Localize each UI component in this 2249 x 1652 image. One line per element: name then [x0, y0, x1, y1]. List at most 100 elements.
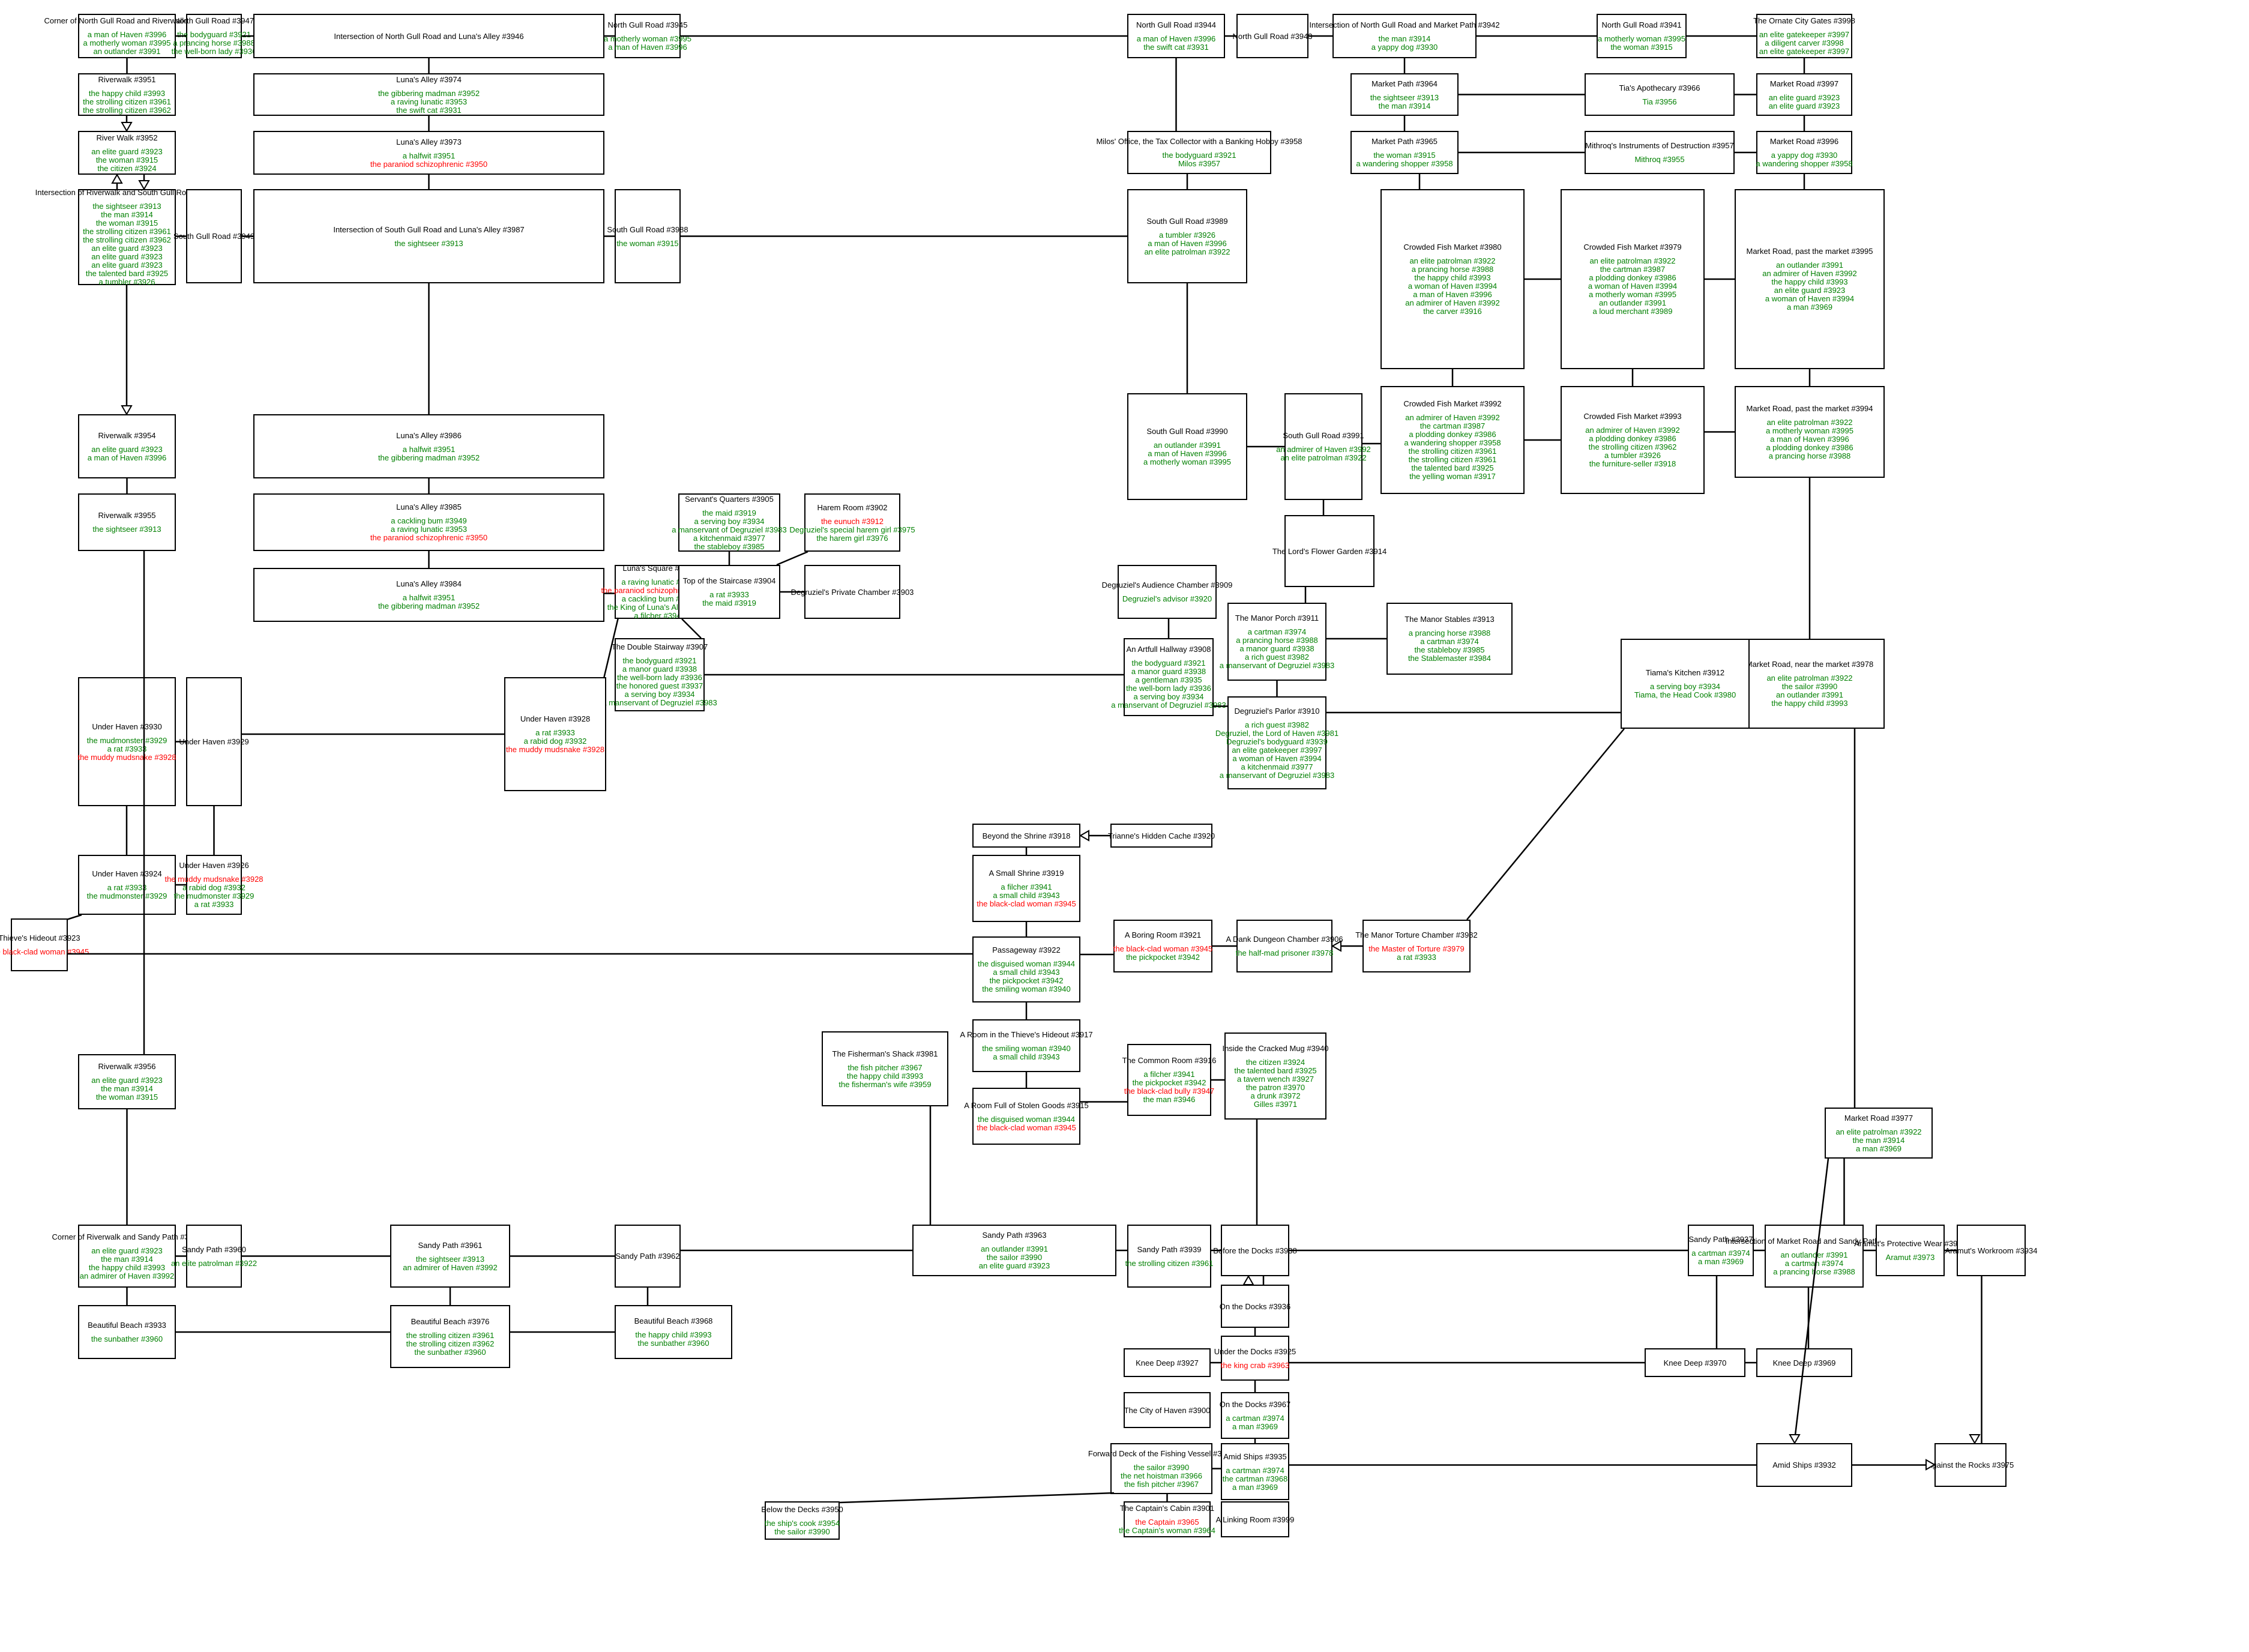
room-title: Beyond the Shrine #3918 — [982, 831, 1071, 840]
occupant: the net hoistman #3966 — [1121, 1471, 1202, 1480]
occupant: a man of Haven #3996 — [87, 453, 167, 462]
room-title: Inside the Cracked Mug #3940 — [1222, 1043, 1329, 1053]
occupant: a prancing horse #3988 — [1236, 636, 1318, 645]
room-title: The Captain's Cabin #3901 — [1119, 1504, 1215, 1513]
occupant: a kitchenmaid #3977 — [693, 533, 765, 543]
occupant: a filcher #3941 — [1001, 882, 1052, 891]
room-title: North Gull Road #3944 — [1136, 20, 1216, 29]
room-title: Amid Ships #3935 — [1223, 1452, 1287, 1461]
occupant: Degruziel's special harem girl #3975 — [789, 525, 915, 534]
occupant: the cartman #3987 — [1600, 265, 1666, 274]
occupant: a rich guest #3982 — [1245, 653, 1309, 662]
occupant: the sightseer #3913 — [415, 1254, 485, 1264]
occupant: the maid #3919 — [702, 598, 756, 607]
room-title: South Gull Road #3990 — [1146, 427, 1228, 436]
occupant: the carver #3916 — [1423, 307, 1482, 316]
occupant: a man #3969 — [1856, 1144, 1901, 1153]
occupant: the stableboy #3985 — [694, 541, 765, 551]
occupant: a rabid dog #3932 — [182, 883, 245, 892]
occupant: a motherly woman #3995 — [1598, 34, 1685, 43]
room-title: Sandy Path #3937 — [1688, 1235, 1753, 1244]
occupant: a loud merchant #3989 — [1592, 307, 1673, 316]
occupant: the sightseer #3913 — [92, 525, 161, 534]
edge-3902-3904 — [776, 550, 808, 566]
room-title: Crowded Fish Market #3993 — [1583, 412, 1682, 421]
occupant: a tavern wench #3927 — [1237, 1074, 1314, 1084]
room-title: Thieve's Hideout #3923 — [0, 933, 80, 942]
room-title: Amid Ships #3932 — [1772, 1461, 1836, 1470]
occupant: a rat #3933 — [1397, 953, 1436, 962]
occupant: a plodding donkey #3986 — [1766, 442, 1853, 452]
occupant: the sunbather #3960 — [637, 1339, 709, 1348]
room-node-3975: Against the Rocks #3975 — [1927, 1443, 2014, 1487]
room-title: Sandy Path #3960 — [182, 1244, 246, 1254]
occupant: a raving lunatic #3953 — [390, 97, 468, 106]
occupant: a cackling bum #3949 — [391, 516, 467, 525]
occupant: the well-born lady #3936 — [171, 47, 257, 56]
room-title: Beautiful Beach #3968 — [634, 1316, 713, 1325]
occupant: a manservant of Degruziel #3983 — [1111, 701, 1226, 710]
room-title: On the Docks #3936 — [1219, 1301, 1291, 1311]
occupant: a prancing horse #3988 — [1408, 629, 1491, 638]
occupant: an elite guard #3923 — [91, 244, 163, 253]
occupant: a woman of Haven #3994 — [1408, 282, 1498, 291]
room-title: Tiama's Kitchen #3912 — [1645, 668, 1725, 677]
occupant: the talented bard #3925 — [1234, 1066, 1317, 1075]
one-way-arrowhead — [1789, 1434, 1801, 1445]
edge-3977-3932 — [1793, 1158, 1829, 1441]
occupant: the well-born lady #3936 — [617, 673, 702, 682]
room-title: Intersection of Riverwalk and South Gull… — [35, 188, 219, 197]
occupant: the well-born lady #3936 — [1126, 684, 1211, 693]
occupant: a rat #3933 — [107, 883, 147, 892]
occupant: a plodding donkey #3986 — [1589, 273, 1676, 282]
room-title: The Ornate City Gates #3998 — [1753, 16, 1855, 25]
occupant: a small child #3943 — [993, 1052, 1060, 1061]
occupant: the man #3914 — [101, 1084, 153, 1093]
occupant: the furniture-seller #3918 — [1589, 459, 1676, 468]
room-title: A Linking Room #3999 — [1215, 1515, 1295, 1524]
occupant: the woman #3915 — [95, 1093, 158, 1102]
room-title: Market Road, near the market #3978 — [1745, 660, 1874, 669]
room-title: A Room Full of Stolen Goods #3915 — [964, 1100, 1089, 1110]
occupant: a man #3969 — [1698, 1257, 1744, 1266]
occupant: a filcher #3941 — [1143, 1070, 1195, 1079]
occupant: the happy child #3993 — [88, 88, 166, 98]
occupant: a small child #3943 — [993, 891, 1060, 900]
occupant: the strolling citizen #3962 — [83, 105, 171, 115]
occupant: an admirer of Haven #3992 — [1762, 269, 1857, 278]
occupant: an elite patrolman #3922 — [1144, 247, 1230, 256]
edge-3950-3931 — [839, 1492, 1115, 1504]
occupant: the pickpocket #3942 — [989, 976, 1064, 985]
occupant: a man of Haven #3996 — [1770, 434, 1849, 444]
occupant: the strolling citizen #3962 — [406, 1339, 495, 1348]
occupant: an elite guard #3923 — [91, 252, 163, 261]
room-title: An Artfull Hallway #3908 — [1126, 645, 1211, 654]
room-title: Market Road, past the market #3995 — [1746, 247, 1873, 256]
occupant: a yappy dog #3930 — [1371, 43, 1438, 52]
room-title: Luna's Alley #3985 — [396, 502, 462, 511]
occupant: a cartman #3974 — [1784, 1258, 1844, 1268]
room-title: Below the Decks #3950 — [761, 1505, 843, 1514]
occupant: an admirer of Haven #3992 — [79, 1271, 175, 1280]
occupant: an admirer of Haven #3992 — [403, 1262, 498, 1272]
one-way-arrowhead — [1969, 1434, 1981, 1445]
occupant: a rat #3933 — [107, 744, 147, 753]
occupant: the woman #3915 — [95, 219, 158, 228]
